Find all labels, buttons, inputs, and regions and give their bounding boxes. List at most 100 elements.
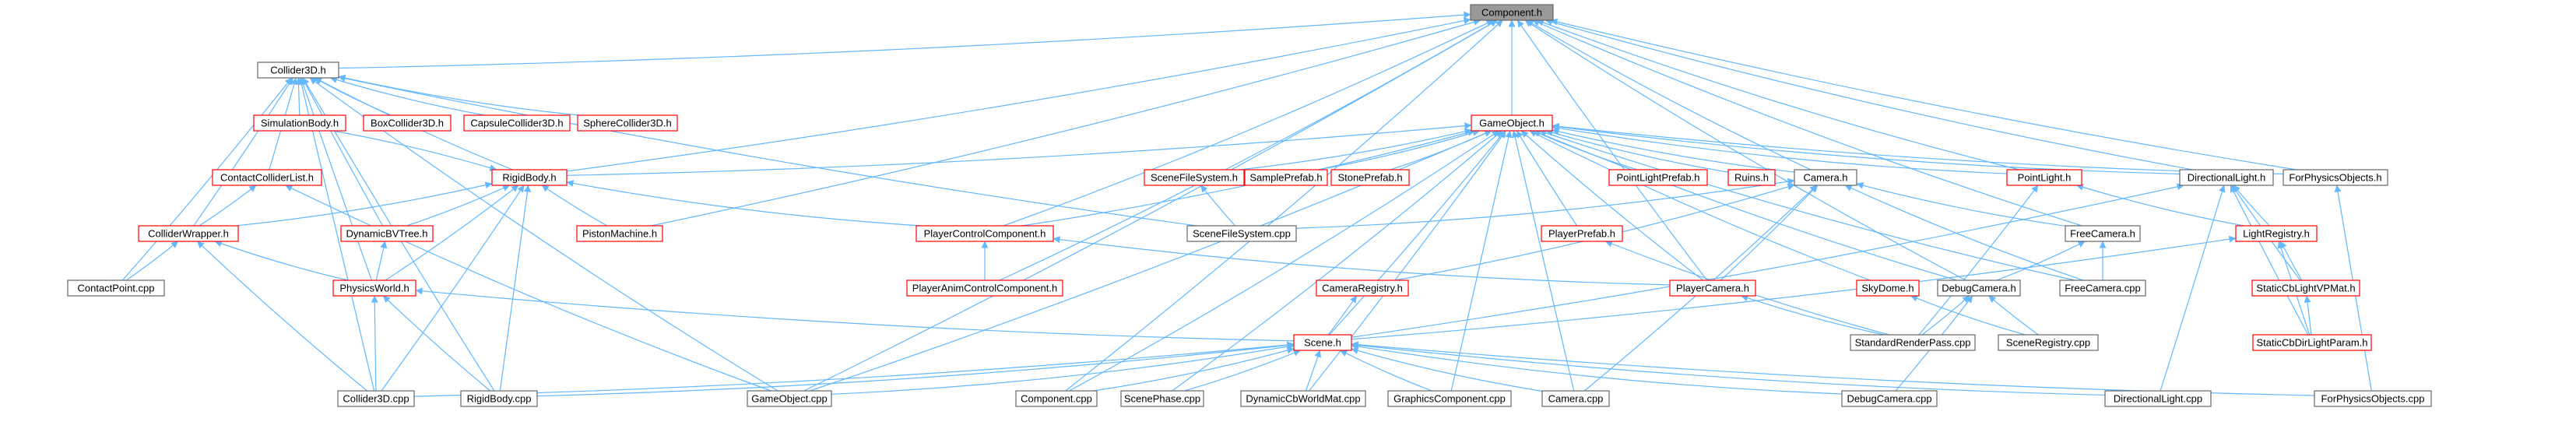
node-ruins-h[interactable]: Ruins.h	[1727, 169, 1776, 186]
node-boxcollider3d-h[interactable]: BoxCollider3D.h	[363, 114, 452, 132]
node-box-camera-cpp[interactable]	[1541, 390, 1610, 407]
node-stoneprefab-h[interactable]: StonePrefab.h	[1330, 169, 1410, 186]
node-component-h[interactable]: Component.h	[1470, 4, 1554, 21]
node-skydome-h[interactable]: SkyDome.h	[1856, 280, 1920, 297]
node-playercontrolcomponent-h[interactable]: PlayerControlComponent.h	[915, 225, 1054, 242]
node-box-graphicscomponent-cpp[interactable]	[1387, 390, 1512, 407]
node-playerprefab-h[interactable]: PlayerPrefab.h	[1541, 225, 1623, 242]
node-scenefilesystem-cpp[interactable]: SceneFileSystem.cpp	[1186, 225, 1297, 242]
node-box-cameraregistry-h[interactable]	[1316, 280, 1409, 297]
node-box-pointlightprefab-h[interactable]	[1608, 169, 1708, 186]
node-box-rigidbody-cpp[interactable]	[460, 390, 538, 407]
node-pointlightprefab-h[interactable]: PointLightPrefab.h	[1608, 169, 1708, 186]
node-box-staticcblightvpmat-h[interactable]	[2251, 280, 2360, 297]
node-graphicscomponent-cpp[interactable]: GraphicsComponent.cpp	[1387, 390, 1512, 407]
node-capsulecollider3d-h[interactable]: CapsuleCollider3D.h	[463, 114, 571, 132]
node-box-dynamiccbworldmat-cpp[interactable]	[1240, 390, 1366, 407]
node-box-scenefilesystem-cpp[interactable]	[1186, 225, 1297, 242]
node-colliderwrapper-h[interactable]: ColliderWrapper.h	[138, 225, 239, 242]
node-collider3d-cpp[interactable]: Collider3D.cpp	[337, 390, 415, 407]
node-box-collider3d-h[interactable]	[257, 62, 339, 79]
node-box-playercamera-h[interactable]	[1669, 280, 1756, 297]
node-box-playeranimcontrolcomponent-h[interactable]	[906, 280, 1063, 297]
node-box-component-h[interactable]	[1470, 4, 1554, 21]
node-collider3d-h[interactable]: Collider3D.h	[257, 62, 339, 79]
node-cameraregistry-h[interactable]: CameraRegistry.h	[1316, 280, 1409, 297]
node-camera-cpp[interactable]: Camera.cpp	[1541, 390, 1610, 407]
node-playercamera-h[interactable]: PlayerCamera.h	[1669, 280, 1756, 297]
node-box-colliderwrapper-h[interactable]	[138, 225, 239, 242]
node-simulationbody-h[interactable]: SimulationBody.h	[253, 114, 346, 132]
node-box-debugcamera-h[interactable]	[1937, 280, 2021, 297]
node-box-skydome-h[interactable]	[1856, 280, 1920, 297]
node-dynamiccbworldmat-cpp[interactable]: DynamicCbWorldMat.cpp	[1240, 390, 1366, 407]
node-box-physicsworld-h[interactable]	[332, 280, 416, 297]
node-lightregistry-h[interactable]: LightRegistry.h	[2235, 225, 2318, 242]
node-box-pointlight-h[interactable]	[2006, 169, 2082, 186]
node-box-capsulecollider3d-h[interactable]	[463, 114, 571, 132]
node-spherecollider3d-h[interactable]: SphereCollider3D.h	[577, 114, 678, 132]
node-directionallight-cpp[interactable]: DirectionalLight.cpp	[2104, 390, 2212, 407]
node-box-pistonmachine-h[interactable]	[576, 225, 663, 242]
node-box-staticcbdirlightparam-h[interactable]	[2252, 334, 2372, 351]
node-box-gameobject-cpp[interactable]	[747, 390, 832, 407]
node-box-simulationbody-h[interactable]	[253, 114, 346, 132]
node-box-spherecollider3d-h[interactable]	[577, 114, 678, 132]
node-box-forphysicsobjects-cpp[interactable]	[2314, 390, 2432, 407]
node-standardrenderpass-cpp[interactable]: StandardRenderPass.cpp	[1850, 334, 1976, 351]
node-rigidbody-cpp[interactable]: RigidBody.cpp	[460, 390, 538, 407]
node-contactcolliderlist-h[interactable]: ContactColliderList.h	[212, 169, 322, 186]
node-component-cpp[interactable]: Component.cpp	[1015, 390, 1098, 407]
node-staticcbdirlightparam-h[interactable]: StaticCbDirLightParam.h	[2252, 334, 2372, 351]
node-box-contactpoint-cpp[interactable]	[67, 280, 165, 297]
node-scenephase-cpp[interactable]: ScenePhase.cpp	[1120, 390, 1204, 407]
node-scenefilesystem-h[interactable]: SceneFileSystem.h	[1144, 169, 1245, 186]
node-box-forphysicsobjects-h[interactable]	[2283, 169, 2388, 186]
node-box-freecamera-h[interactable]	[2065, 225, 2141, 242]
node-gameobject-cpp[interactable]: GameObject.cpp	[747, 390, 832, 407]
node-box-contactcolliderlist-h[interactable]	[212, 169, 322, 186]
node-physicsworld-h[interactable]: PhysicsWorld.h	[332, 280, 416, 297]
node-directionallight-h[interactable]: DirectionalLight.h	[2179, 169, 2274, 186]
node-box-ruins-h[interactable]	[1727, 169, 1776, 186]
node-box-playercontrolcomponent-h[interactable]	[915, 225, 1054, 242]
node-box-rigidbody-h[interactable]	[491, 169, 568, 186]
node-debugcamera-h[interactable]: DebugCamera.h	[1937, 280, 2021, 297]
node-box-sceneregistry-cpp[interactable]	[1998, 334, 2099, 351]
node-box-scenefilesystem-h[interactable]	[1144, 169, 1245, 186]
node-box-lightregistry-h[interactable]	[2235, 225, 2318, 242]
node-box-component-cpp[interactable]	[1015, 390, 1098, 407]
node-staticcblightvpmat-h[interactable]: StaticCbLightVPMat.h	[2251, 280, 2360, 297]
node-box-collider3d-cpp[interactable]	[337, 390, 415, 407]
node-pistonmachine-h[interactable]: PistonMachine.h	[576, 225, 663, 242]
node-dynamicbvtree-h[interactable]: DynamicBVTree.h	[340, 225, 434, 242]
node-box-directionallight-h[interactable]	[2179, 169, 2274, 186]
node-scene-h[interactable]: Scene.h	[1293, 334, 1352, 351]
node-box-standardrenderpass-cpp[interactable]	[1850, 334, 1976, 351]
node-sceneregistry-cpp[interactable]: SceneRegistry.cpp	[1998, 334, 2099, 351]
node-box-gameobject-h[interactable]	[1471, 114, 1553, 132]
node-box-scene-h[interactable]	[1293, 334, 1352, 351]
node-forphysicsobjects-cpp[interactable]: ForPhysicsObjects.cpp	[2314, 390, 2432, 407]
node-sampleprefab-h[interactable]: SamplePrefab.h	[1244, 169, 1328, 186]
node-box-debugcamera-cpp[interactable]	[1841, 390, 1938, 407]
node-playeranimcontrolcomponent-h[interactable]: PlayerAnimControlComponent.h	[906, 280, 1063, 297]
node-box-freecamera-cpp[interactable]	[2059, 280, 2146, 297]
node-box-dynamicbvtree-h[interactable]	[340, 225, 434, 242]
node-freecamera-cpp[interactable]: FreeCamera.cpp	[2059, 280, 2146, 297]
node-box-boxcollider3d-h[interactable]	[363, 114, 452, 132]
node-box-scenephase-cpp[interactable]	[1120, 390, 1204, 407]
node-gameobject-h[interactable]: GameObject.h	[1471, 114, 1553, 132]
node-debugcamera-cpp[interactable]: DebugCamera.cpp	[1841, 390, 1938, 407]
node-box-directionallight-cpp[interactable]	[2104, 390, 2212, 407]
node-box-camera-h[interactable]	[1794, 169, 1857, 186]
node-camera-h[interactable]: Camera.h	[1794, 169, 1857, 186]
node-forphysicsobjects-h[interactable]: ForPhysicsObjects.h	[2283, 169, 2388, 186]
node-box-playerprefab-h[interactable]	[1541, 225, 1623, 242]
node-contactpoint-cpp[interactable]: ContactPoint.cpp	[67, 280, 165, 297]
node-pointlight-h[interactable]: PointLight.h	[2006, 169, 2082, 186]
node-freecamera-h[interactable]: FreeCamera.h	[2065, 225, 2141, 242]
node-box-sampleprefab-h[interactable]	[1244, 169, 1328, 186]
node-box-stoneprefab-h[interactable]	[1330, 169, 1410, 186]
node-rigidbody-h[interactable]: RigidBody.h	[491, 169, 568, 186]
